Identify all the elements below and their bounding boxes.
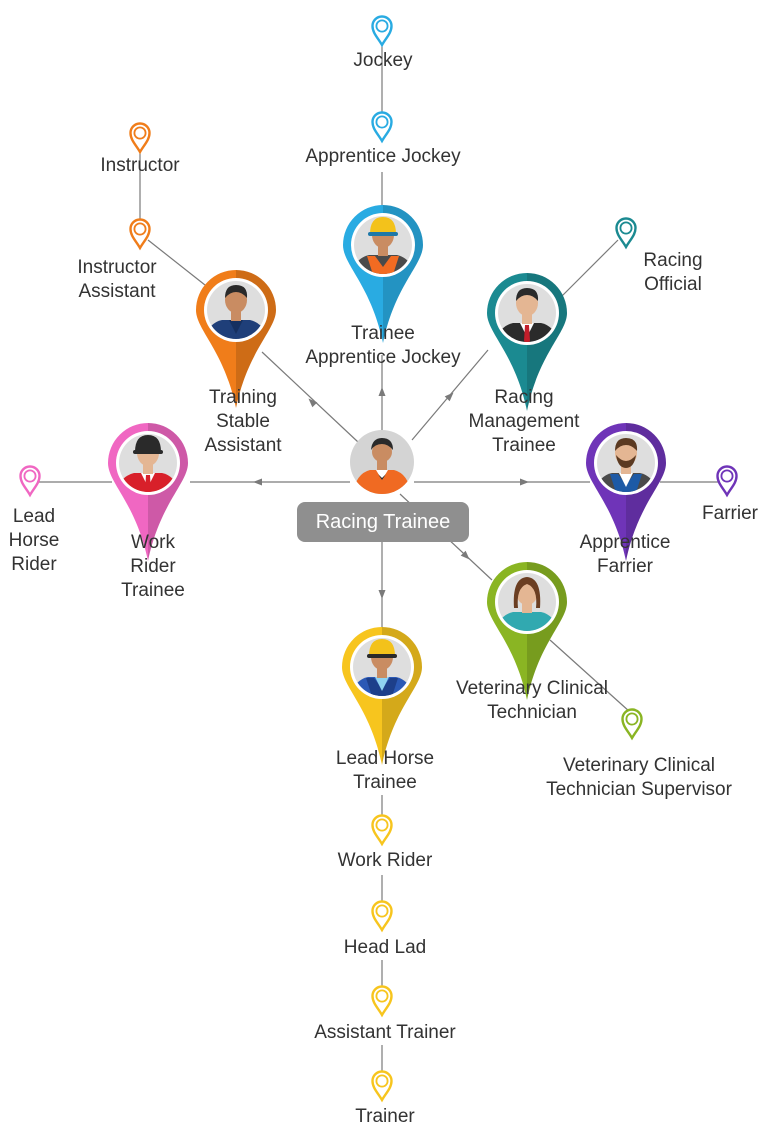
label-racing-official: Racing Official [643,250,703,295]
label-work-rider: Work Rider [337,850,433,871]
label-apprentice-jockey: Apprentice Jockey [305,146,461,167]
pin-vet-supervisor [621,708,643,741]
arrow-jockey [378,387,386,396]
label-trainee-apprentice-jockey: Trainee Apprentice Jockey [305,323,461,368]
pin-instructor-assistant [129,218,151,251]
pin-head-lad [371,900,393,933]
label-racing-management-trainee: Racing Management Trainee [468,387,580,456]
pin-farrier [716,465,738,498]
arrow-instructor [308,398,318,408]
pin-jockey [371,15,393,48]
label-farrier: Farrier [702,503,758,524]
arrow-leadhorse [378,590,386,599]
label-instructor: Instructor [100,155,180,176]
label-instructor-assistant: Instructor Assistant [77,257,157,302]
marker-work-rider-trainee [108,423,188,561]
arrow-farrier [520,478,529,486]
label-training-stable-assistant: Training Stable Assistant [204,387,282,456]
line-management-top [559,239,619,299]
pin-racing-official [615,217,637,250]
center-badge-racing-trainee: Racing Trainee [297,502,469,542]
marker-trainee-apprentice-jockey [343,205,423,343]
arrow-management [444,392,454,402]
arrow-vet [460,550,470,560]
marker-apprentice-farrier [586,423,666,561]
pin-lead-horse-rider [19,465,41,498]
trainee-markers [108,205,666,765]
label-lead-horse-trainee: Lead Horse Trainee [335,748,435,793]
pin-trainer [371,1070,393,1103]
marker-lead-horse-trainee [342,627,422,765]
label-veterinary-clinical-technician: Veterinary Clinical Technician [455,678,609,723]
label-work-rider-trainee: Work Rider Trainee [121,532,185,601]
marker-racing-management-trainee [487,273,567,411]
marker-training-stable-assistant [196,270,276,408]
line-instructor-to-center [261,351,359,443]
label-apprentice-farrier: Apprentice Farrier [579,532,671,577]
label-head-lad: Head Lad [343,937,427,958]
label-jockey: Jockey [353,50,413,71]
center-avatar [350,430,414,494]
pin-instructor [129,122,151,155]
pin-assistant-trainer [371,985,393,1018]
label-trainer: Trainer [355,1106,415,1127]
pin-apprentice-jockey [371,111,393,144]
career-step-pins [19,15,738,1103]
label-lead-horse-rider: Lead Horse Rider [8,506,60,575]
line-vet-tail [549,639,631,713]
marker-veterinary-clinical-technician [487,562,567,700]
line-instructor-diag [147,239,206,286]
pin-work-rider [371,814,393,847]
label-assistant-trainer: Assistant Trainer [314,1022,456,1043]
label-veterinary-clinical-technician-supervisor: Veterinary Clinical Technician Superviso… [546,755,732,800]
arrow-workrider [253,478,262,486]
